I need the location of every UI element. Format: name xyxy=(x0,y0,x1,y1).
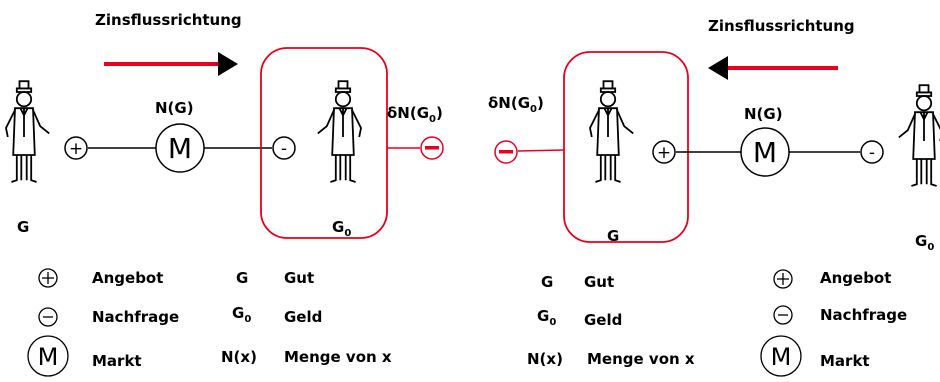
legend-right-g-key: G xyxy=(541,273,553,291)
right-person-g0 xyxy=(897,84,940,187)
svg-text:-: - xyxy=(869,143,875,163)
legend-right-market-icon: M xyxy=(760,335,802,377)
legend-left-nx-key: N(x) xyxy=(221,348,257,366)
left-person-g0-label: G0 xyxy=(332,218,351,239)
right-minus-node: - xyxy=(860,140,884,164)
right-market-node: M xyxy=(740,127,790,177)
legend-left-g-key: G xyxy=(236,269,248,287)
svg-text:M: M xyxy=(753,136,777,169)
right-red-minus-node xyxy=(494,140,518,164)
legend-right-nx-key: N(x) xyxy=(527,350,563,368)
legend-right-g0-key: G0 xyxy=(537,307,556,328)
legend-left-minus-icon xyxy=(38,307,58,327)
legend-left-g0-val: Geld xyxy=(284,308,322,326)
legend-left-g0-key: G0 xyxy=(232,304,251,325)
right-person-g0-label: G0 xyxy=(915,232,934,253)
legend-right-plus-icon xyxy=(773,269,793,289)
svg-text:M: M xyxy=(771,343,792,371)
legend-right-g-val: Gut xyxy=(584,273,614,291)
left-red-box xyxy=(260,47,388,239)
svg-text:M: M xyxy=(38,343,59,371)
left-market-node: M xyxy=(155,123,205,173)
left-person-g0 xyxy=(316,80,362,183)
right-red-wire xyxy=(517,149,565,152)
right-direction-arrow xyxy=(708,56,838,80)
right-plus-node: + xyxy=(652,140,676,164)
right-red-box xyxy=(563,51,689,243)
legend-right-nx-val: Menge von x xyxy=(587,350,695,368)
right-direction-label: Zinsflussrichtung xyxy=(708,17,855,35)
left-minus-node: - xyxy=(272,136,296,160)
svg-text:+: + xyxy=(657,143,671,163)
legend-left-g-val: Gut xyxy=(284,269,314,287)
legend-left-angebot: Angebot xyxy=(92,269,163,287)
svg-text:+: + xyxy=(69,139,83,159)
legend-right-minus-icon xyxy=(773,305,793,325)
left-direction-arrow xyxy=(104,52,238,76)
legend-right-markt: Markt xyxy=(820,352,870,370)
right-node-label: N(G) xyxy=(744,105,783,123)
legend-left-nachfrage: Nachfrage xyxy=(92,308,179,326)
legend-left-nx-val: Menge von x xyxy=(284,348,392,366)
legend-right-g0-val: Geld xyxy=(584,311,622,329)
left-person-g-label: G xyxy=(17,218,29,236)
svg-text:-: - xyxy=(281,139,287,159)
legend-left-markt: Markt xyxy=(92,352,142,370)
legend-right-angebot: Angebot xyxy=(820,269,891,287)
left-delta-label: δN(G0) xyxy=(387,104,443,125)
left-direction-label: Zinsflussrichtung xyxy=(95,11,242,29)
legend-right-nachfrage: Nachfrage xyxy=(820,306,907,324)
left-red-minus-node xyxy=(420,136,444,160)
right-person-g xyxy=(589,80,635,183)
right-delta-label: δN(G0) xyxy=(488,94,544,115)
left-plus-node: + xyxy=(64,136,88,160)
legend-left-plus-icon xyxy=(38,268,58,288)
right-person-g-label: G xyxy=(607,227,619,245)
left-person-g xyxy=(5,80,51,183)
svg-text:M: M xyxy=(168,132,192,165)
left-node-label: N(G) xyxy=(155,99,194,117)
legend-left-market-icon: Markt M xyxy=(27,335,69,377)
